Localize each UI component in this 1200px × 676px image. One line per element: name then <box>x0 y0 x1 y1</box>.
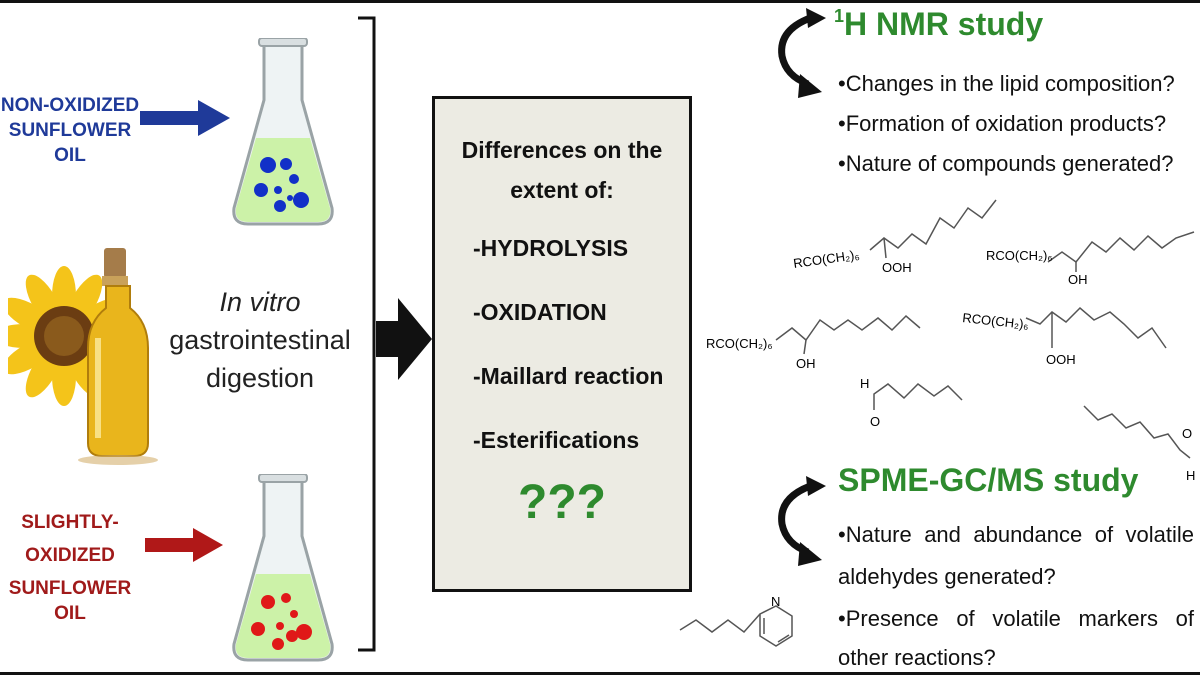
box-title-line2: extent of: <box>510 177 614 203</box>
n-label: N <box>771 594 780 609</box>
flask-bottom-icon <box>232 474 334 662</box>
nmr-bullet-2: •Formation of oxidation products? <box>838 111 1167 136</box>
nmr-bullets: •Changes in the lipid composition? •Form… <box>838 64 1175 184</box>
top-border <box>0 0 1200 3</box>
digestion-label: digestion <box>205 363 315 393</box>
flask-top-icon <box>232 38 334 226</box>
non-oxidized-label: NON-OXIDIZED SUNFLOWER OIL <box>0 93 140 168</box>
h-label-5: H <box>860 376 869 391</box>
rco-label-4: RCO(CH₂)₆ <box>962 310 1030 332</box>
oh-label-3: OH <box>796 356 816 371</box>
box-item-maillard: -Maillard reaction <box>473 363 664 389</box>
rco-label-2: RCO(CH₂)₆ <box>986 248 1053 263</box>
box-item-hydrolysis: -HYDROLYSIS <box>473 235 629 261</box>
nmr-heading-text: H NMR study <box>844 6 1044 42</box>
gcms-bullet-2-cont: other reactions? <box>838 645 996 670</box>
gcms-bullet-2: •Presence of volatile markers of <box>838 606 1194 631</box>
differences-box: Differences on the extent of: -HYDROLYSI… <box>432 96 692 592</box>
gcms-bullet-1: •Nature and abundance of volatile <box>838 522 1194 547</box>
slightly-oxidized-line3: SUNFLOWER OIL <box>8 578 132 624</box>
box-item-esterifications: -Esterifications <box>473 427 640 453</box>
structure-4-chain <box>1025 306 1167 349</box>
black-arrow-icon <box>376 298 432 380</box>
pyridine-structure: N <box>679 594 793 647</box>
ooh-label-4: OOH <box>1046 352 1076 367</box>
red-drop <box>261 595 275 609</box>
o-label-5: O <box>870 414 880 429</box>
o-label-6: O <box>1182 426 1192 441</box>
blue-drop <box>260 157 276 173</box>
gastrointestinal-label: gastrointestinal <box>169 325 351 355</box>
slightly-oxidized-line1: SLIGHTLY- <box>21 512 119 533</box>
slightly-oxidized-line2: OXIDIZED <box>25 545 115 566</box>
chemical-structures: RCO(CH₂)₆ OOH RCO(CH₂)₆ OH RCO(CH₂)₆ OH … <box>706 199 1195 483</box>
rco-label-1: RCO(CH₂)₆ <box>792 247 860 271</box>
bottom-border <box>0 672 1200 675</box>
structure-3-chain <box>775 314 921 342</box>
non-oxidized-line2: SUNFLOWER OIL <box>8 120 132 166</box>
h-label-6: H <box>1186 468 1195 483</box>
box-item-oxidation: -OXIDATION <box>473 299 607 325</box>
gcms-bullet-1-cont: aldehydes generated? <box>838 564 1056 589</box>
digestion-text: In vitro gastrointestinal digestion <box>162 285 358 395</box>
gcms-heading: SPME-GC/MS study <box>838 462 1139 498</box>
box-title-line1: Differences on the <box>461 137 663 163</box>
nmr-curved-arrow-icon <box>778 8 826 98</box>
gcms-bullets: •Nature and abundance of volatile aldehy… <box>838 514 1194 676</box>
blue-arrow-icon <box>140 100 230 136</box>
structure-6-chain <box>1083 405 1191 459</box>
gcms-curved-arrow-icon <box>778 476 826 566</box>
non-oxidized-line1: NON-OXIDIZED <box>0 95 140 116</box>
red-arrow-icon <box>145 528 223 562</box>
nmr-bullet-3: •Nature of compounds generated? <box>838 151 1174 176</box>
rco-label-3: RCO(CH₂)₆ <box>706 336 773 351</box>
sunflower-oil-image <box>8 248 158 465</box>
slightly-oxidized-label: SLIGHTLY- OXIDIZED SUNFLOWER OIL <box>0 510 140 626</box>
nmr-heading: 1H NMR study <box>834 6 1043 43</box>
nmr-superscript: 1 <box>834 6 845 26</box>
nmr-bullet-1: •Changes in the lipid composition? <box>838 71 1175 96</box>
bracket-icon <box>358 16 376 652</box>
structure-1-chain <box>869 199 997 251</box>
question-marks: ??? <box>518 476 606 529</box>
in-vitro-label: In vitro <box>219 287 301 317</box>
structure-2-chain <box>1047 231 1195 264</box>
oh-label-2: OH <box>1068 272 1088 287</box>
ooh-label-1: OOH <box>882 260 912 275</box>
structure-5-chain <box>873 383 963 410</box>
oil-bottle-icon <box>87 248 149 457</box>
